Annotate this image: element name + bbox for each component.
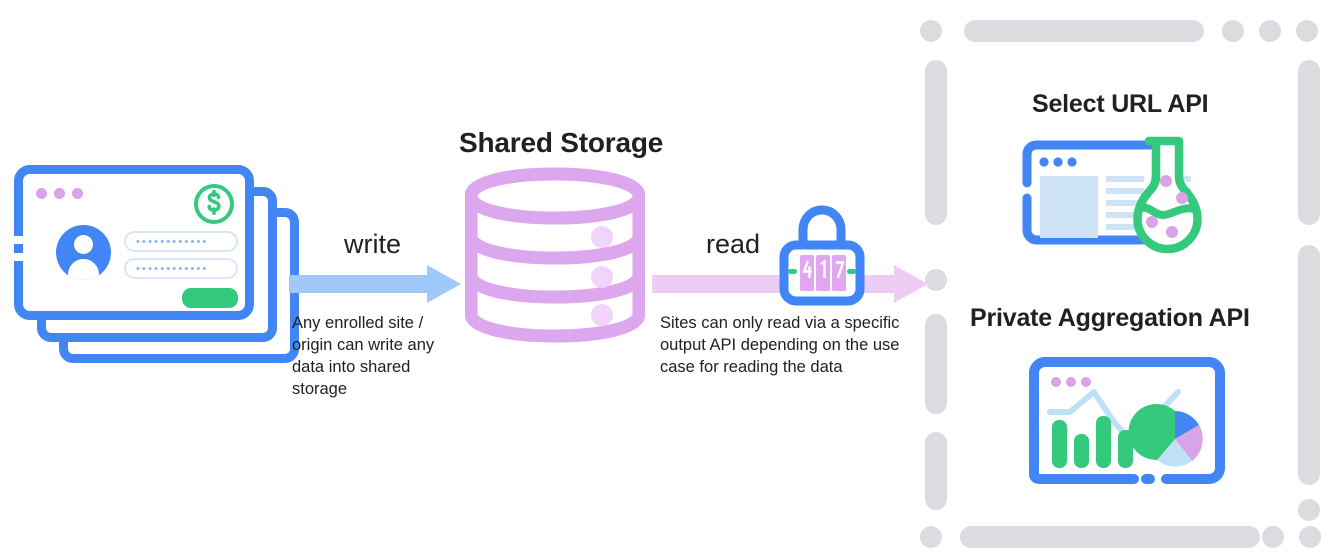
panel-border-top-dot-1	[920, 20, 942, 42]
db-indicator-3	[591, 304, 613, 326]
read-label: read	[706, 229, 761, 259]
bar-chart	[1052, 416, 1133, 468]
outputs-panel: Select URL API	[920, 8, 1325, 548]
panel-border-left-bar-1	[925, 60, 947, 225]
panel-border-bottom-dot-1	[920, 526, 942, 548]
panel-border-top-dot-2	[1222, 20, 1244, 42]
panel-border-left-bar-2	[925, 314, 947, 414]
panel-border-bottom-dot-2	[1262, 526, 1284, 548]
stacked-window-front: •••••••••••• ••••••••••••	[14, 165, 254, 320]
read-caption: Sites can only read via a specific outpu…	[660, 314, 900, 376]
panel-border-right-dot-1	[1298, 499, 1320, 521]
content-block	[1040, 176, 1098, 238]
lock-tick-left	[788, 269, 797, 274]
combination-lock-icon	[779, 205, 865, 306]
source-stacked-windows-group: •••••••••••• ••••••••••••	[14, 165, 299, 365]
window-dot-2	[54, 188, 65, 199]
panel-border-top-dot-3	[1259, 20, 1281, 42]
flask-bubble-1	[1160, 175, 1172, 187]
password-field-2[interactable]: ••••••••••••	[124, 258, 238, 279]
password-field-1[interactable]: ••••••••••••	[124, 231, 238, 252]
user-avatar-icon	[56, 225, 111, 280]
db-indicator-1	[591, 226, 613, 248]
window-dot-3	[72, 188, 83, 199]
panel-border-top-dot-4	[1296, 20, 1318, 42]
flask-bubble-4	[1166, 226, 1178, 238]
write-caption: Any enrolled site / origin can write any…	[292, 314, 435, 398]
avatar-body	[68, 259, 99, 280]
window-left-border-gap	[14, 236, 23, 244]
output-item-0-label: Select URL API	[1032, 90, 1209, 118]
window-left-border-gap-2	[14, 253, 23, 261]
browser-dot-3	[1067, 157, 1077, 167]
lock-tick-right	[847, 269, 856, 274]
db-indicator-2	[591, 266, 613, 288]
panel-border-left-bar-3	[925, 432, 947, 510]
write-label: write	[344, 229, 402, 259]
browser-window-with-charts-icon	[1029, 357, 1225, 484]
panel-border-right-bar-2	[1298, 245, 1320, 485]
browser-dot-1	[1039, 157, 1049, 167]
pie-chart	[1128, 404, 1203, 467]
panel-border-top-bar	[964, 20, 1204, 42]
dollar-coin-icon	[194, 184, 234, 224]
panel-border-bottom-bar	[960, 526, 1260, 548]
panel-border-left-dot-1	[925, 269, 947, 291]
browser-dot-2	[1053, 157, 1063, 167]
chart-window-dot-1	[1051, 377, 1061, 387]
chart-window-dot-3	[1081, 377, 1091, 387]
panel-border-bottom-dot-3	[1299, 526, 1321, 548]
submit-button[interactable]	[182, 288, 238, 308]
flask-bubble-3	[1146, 216, 1158, 228]
flask-bubble-2	[1176, 192, 1188, 204]
browser-window-with-flask-icon	[1022, 136, 1202, 254]
shared-storage-title: Shared Storage	[459, 127, 664, 158]
window-dot-1	[36, 188, 47, 199]
panel-border-right-bar-1	[1298, 60, 1320, 225]
database-cylinder-icon	[465, 167, 645, 343]
output-item-1-label: Private Aggregation API	[970, 304, 1250, 332]
avatar-head	[74, 235, 93, 254]
chart-window-dot-2	[1066, 377, 1076, 387]
write-arrow-icon	[289, 265, 461, 303]
